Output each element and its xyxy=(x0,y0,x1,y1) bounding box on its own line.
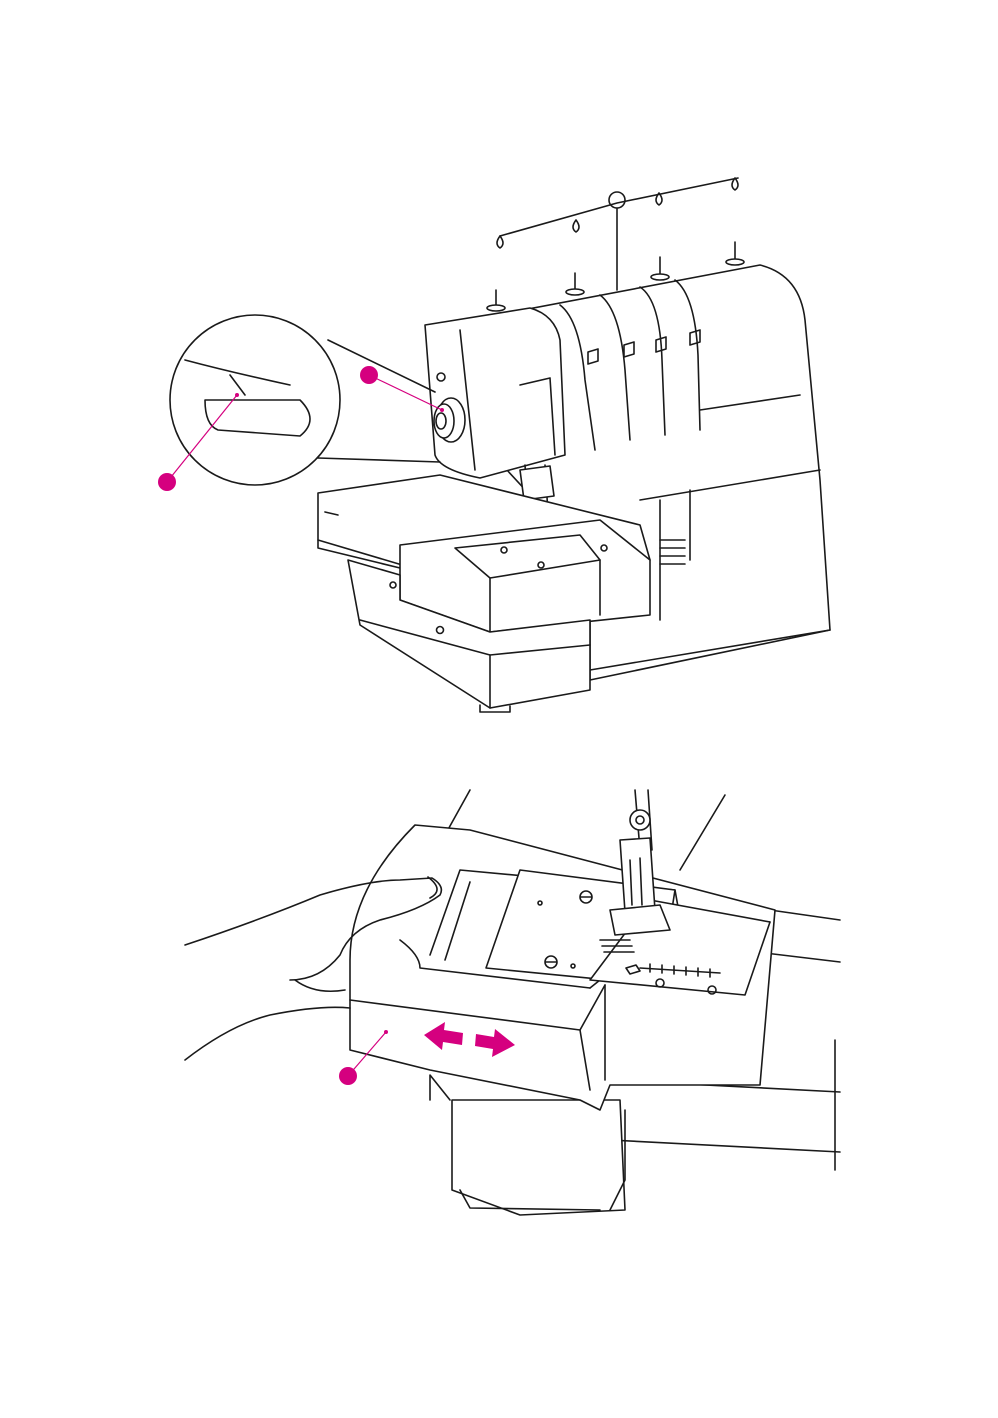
figure-free-arm-cover xyxy=(0,740,998,1418)
callout-dot-cover xyxy=(339,1067,357,1085)
callout-dot-handwheel xyxy=(360,366,378,384)
thread-stand-icon xyxy=(497,178,738,290)
free-arm-illustration xyxy=(0,740,998,1418)
front-cover xyxy=(425,308,565,478)
overlocker-illustration xyxy=(0,0,998,740)
callout-dot-detail xyxy=(158,473,176,491)
figure-overlocker xyxy=(0,0,998,740)
magnifier-detail-icon xyxy=(170,315,440,485)
